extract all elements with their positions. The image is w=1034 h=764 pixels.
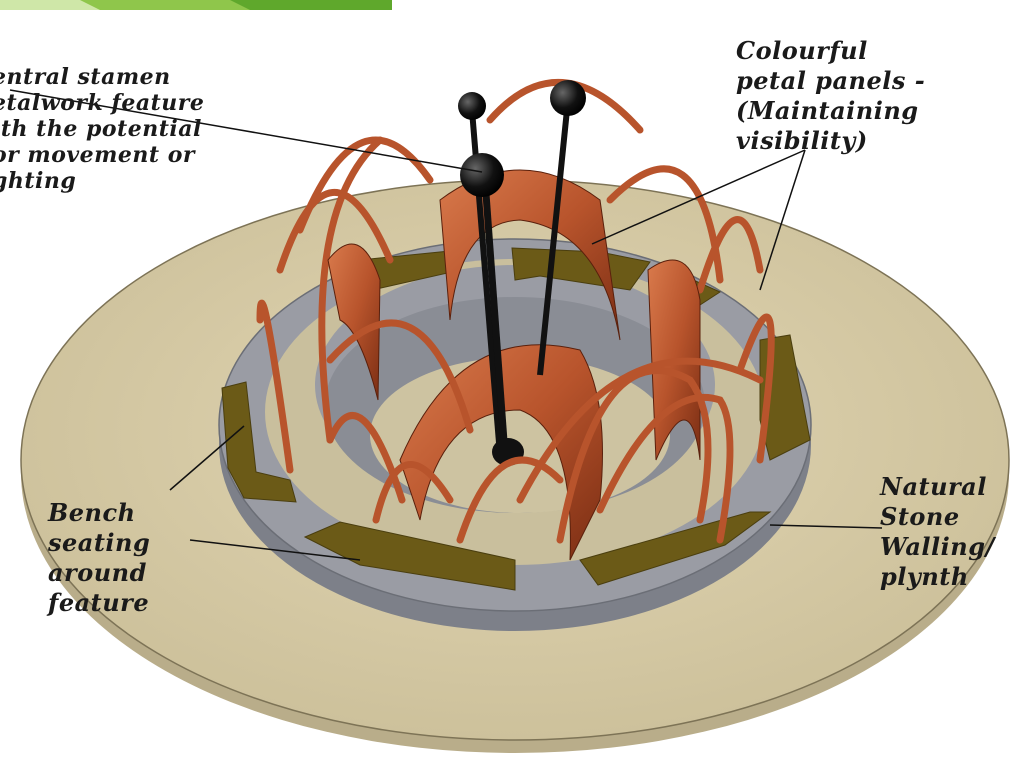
label-line: or movement or xyxy=(0,142,204,168)
label-line: seating xyxy=(48,528,150,558)
label-petal-panels: Colourful petal panels - (Maintaining vi… xyxy=(736,36,925,156)
label-line: Natural xyxy=(880,472,995,502)
label-line: (Maintaining xyxy=(736,96,925,126)
label-line: petal panels - xyxy=(736,66,925,96)
label-stone-walling: Natural Stone Walling/ plynth xyxy=(880,472,995,592)
label-line: plynth xyxy=(880,562,995,592)
label-line: visibility) xyxy=(736,126,925,156)
label-line: Colourful xyxy=(736,36,925,66)
label-line: around xyxy=(48,558,150,588)
stamen-ball-3 xyxy=(460,153,504,197)
stamen-ball-1 xyxy=(458,92,486,120)
label-bench-seating: Bench seating around feature xyxy=(48,498,150,618)
label-line: ghting xyxy=(0,168,204,194)
stamen-ball-2 xyxy=(550,80,586,116)
label-line: etalwork feature xyxy=(0,90,204,116)
label-line: Bench xyxy=(48,498,150,528)
label-line: entral stamen xyxy=(0,64,204,90)
label-line: ith the potential xyxy=(0,116,204,142)
label-line: Walling/ xyxy=(880,532,995,562)
corner-banner xyxy=(0,0,392,10)
label-central-stamen: entral stamen etalwork feature ith the p… xyxy=(0,64,204,194)
label-line: Stone xyxy=(880,502,995,532)
label-line: feature xyxy=(48,588,150,618)
